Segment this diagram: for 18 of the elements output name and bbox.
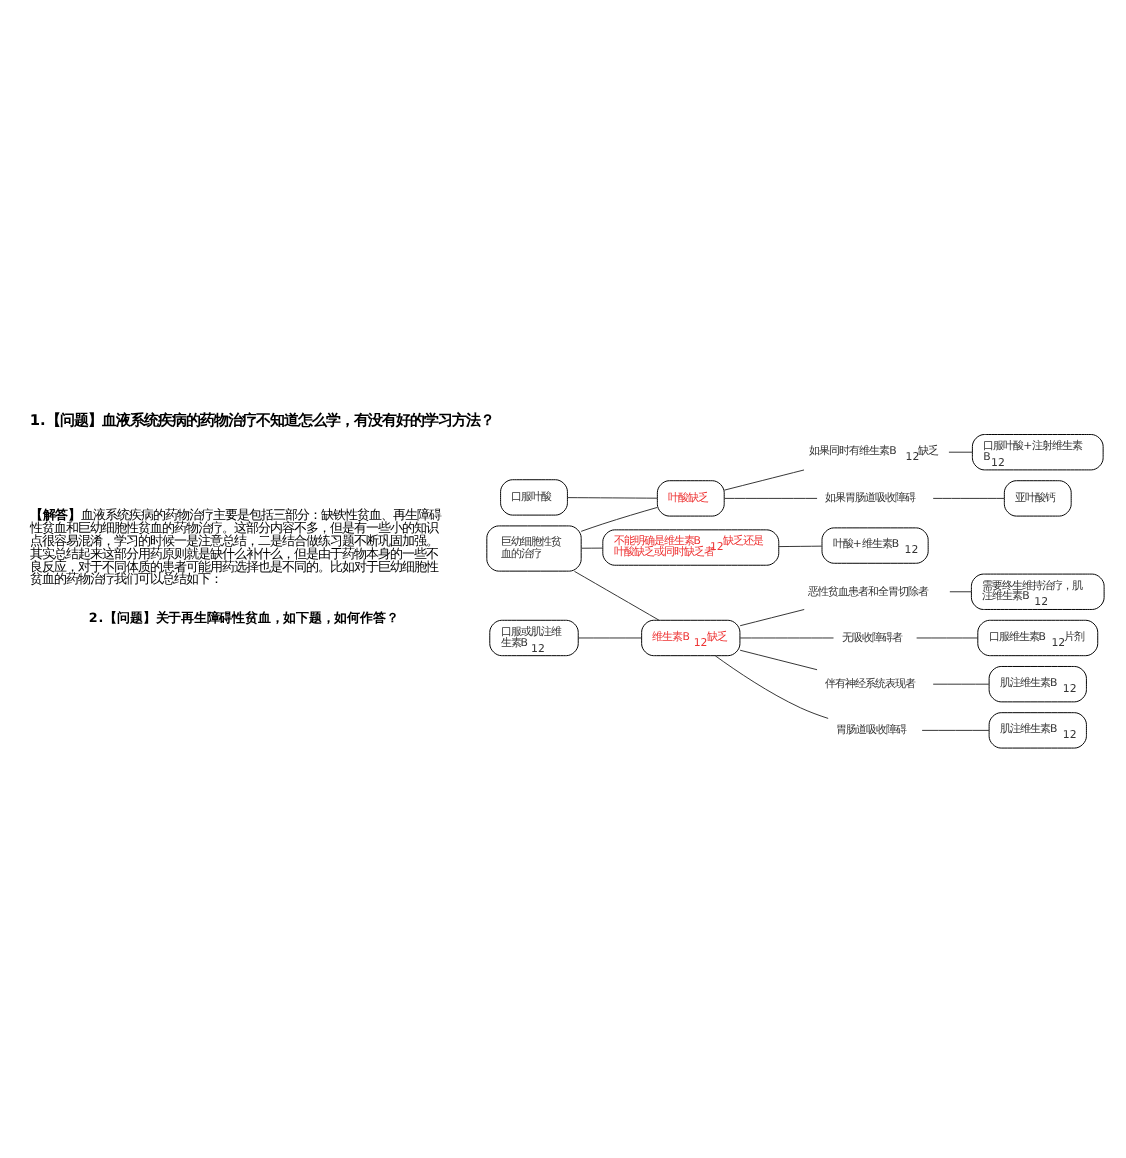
connector	[921, 729, 990, 731]
connector	[739, 637, 834, 639]
connector	[739, 609, 805, 627]
connector	[739, 649, 818, 671]
connector	[723, 497, 818, 499]
connector	[573, 570, 660, 621]
connector	[932, 683, 990, 685]
connector	[948, 451, 973, 453]
connector	[580, 507, 658, 532]
connector	[723, 469, 805, 491]
connector	[578, 637, 642, 639]
connector	[714, 655, 829, 719]
connector	[949, 591, 972, 593]
connector	[932, 497, 1005, 499]
connector	[580, 547, 604, 549]
connector	[566, 497, 658, 499]
connector	[778, 545, 823, 548]
connector	[916, 637, 979, 639]
